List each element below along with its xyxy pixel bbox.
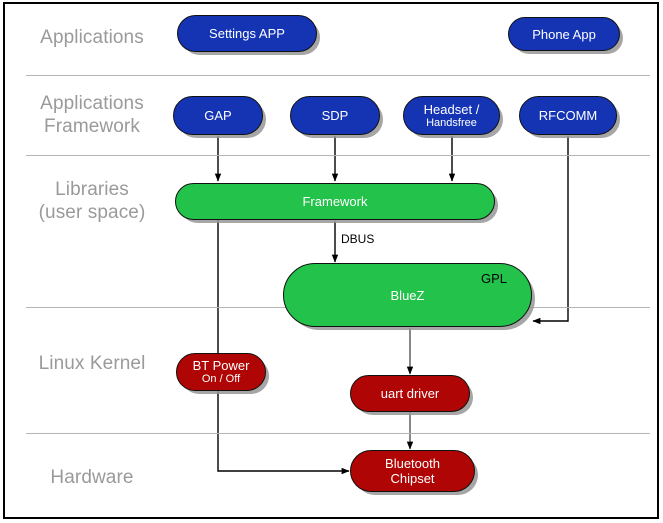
layer-label-hardware: Hardware bbox=[50, 467, 134, 488]
node-bluez[interactable]: BlueZ bbox=[283, 263, 532, 327]
bluez-license-tag: GPL bbox=[481, 271, 508, 286]
node-bluetooth-label: Bluetooth bbox=[385, 456, 440, 471]
layer-label-libraries: Libraries (user space) bbox=[38, 179, 146, 223]
node-bt-power-state: On / Off bbox=[201, 373, 241, 385]
node-uart-driver-label: uart driver bbox=[380, 386, 440, 401]
node-phone-app[interactable]: Phone App bbox=[508, 17, 620, 51]
connector-rfcomm-bluez bbox=[532, 136, 569, 325]
node-bluetooth-chipset[interactable]: Bluetooth Chipset bbox=[350, 450, 475, 492]
node-rfcomm-label: RFCOMM bbox=[538, 108, 598, 123]
node-settings-app[interactable]: Settings APP bbox=[177, 15, 317, 52]
node-gap-label: GAP bbox=[204, 108, 232, 123]
node-headset-handsfree[interactable]: Headset / Handsfree bbox=[403, 96, 500, 135]
node-handsfree-label: Handsfree bbox=[426, 116, 477, 129]
node-gap[interactable]: GAP bbox=[173, 96, 263, 135]
node-bt-power[interactable]: BT Power On / Off bbox=[176, 353, 266, 391]
node-settings-app-label: Settings APP bbox=[209, 26, 285, 41]
edge-label-dbus: DBUS bbox=[341, 232, 375, 246]
node-bluez-label: BlueZ bbox=[390, 287, 425, 303]
node-uart-driver[interactable]: uart driver bbox=[350, 375, 470, 412]
divider-linux-kernel bbox=[26, 433, 650, 434]
connector-gap-chipset bbox=[217, 219, 350, 475]
divider-applications bbox=[26, 75, 650, 76]
node-rfcomm[interactable]: RFCOMM bbox=[519, 96, 617, 135]
node-bt-power-label: BT Power bbox=[192, 358, 250, 373]
layer-label-applications-framework: Applications Framework bbox=[40, 93, 144, 137]
layer-label-linux-kernel: Linux Kernel bbox=[38, 353, 146, 374]
node-chipset-label: Chipset bbox=[390, 471, 435, 486]
node-phone-app-label: Phone App bbox=[532, 26, 596, 42]
node-sdp-label: SDP bbox=[321, 108, 349, 123]
node-framework-label: Framework bbox=[302, 194, 368, 209]
divider-applications-framework bbox=[26, 155, 650, 156]
node-sdp[interactable]: SDP bbox=[290, 96, 380, 135]
layer-label-applications: Applications bbox=[40, 27, 144, 48]
node-framework[interactable]: Framework bbox=[175, 183, 495, 220]
node-headset-label: Headset / bbox=[423, 101, 480, 117]
